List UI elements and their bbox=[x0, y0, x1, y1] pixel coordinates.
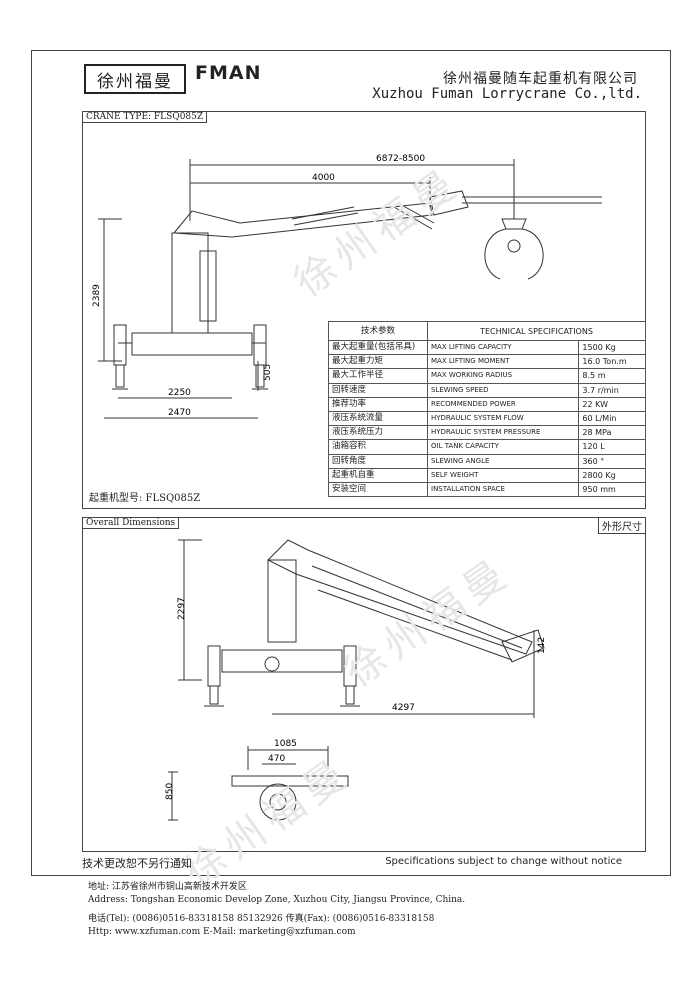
spec-cn-cell: 最大工作半径 bbox=[328, 368, 428, 384]
dim-folded-length: 4297 bbox=[392, 703, 415, 713]
drawing-frame bbox=[31, 50, 671, 876]
spec-cn-cell: 推荐功率 bbox=[328, 396, 428, 412]
dim-base-outer: 2470 bbox=[168, 408, 191, 418]
spec-value-cell: 60 L/Min bbox=[578, 410, 646, 427]
dim-top-height: 850 bbox=[165, 783, 175, 800]
spec-header-row: 技术参数 TECHNICAL SPECIFICATIONS bbox=[328, 321, 646, 341]
crane-side-view: 6872-8500 4000 2389 2250 2470 505 bbox=[92, 154, 602, 419]
spec-value-cell: 1500 Kg bbox=[578, 339, 646, 356]
spec-en-cell: INSTALLATION SPACE bbox=[426, 481, 580, 498]
spec-value-cell: 360 ° bbox=[578, 453, 646, 469]
spec-value-cell: 2800 Kg bbox=[578, 467, 646, 483]
spec-en-cell: MAX WORKING RADIUS bbox=[426, 368, 580, 384]
spec-cn-cell: 回转角度 bbox=[328, 453, 428, 469]
spec-value-cell: 120 L bbox=[578, 439, 646, 455]
spec-head-cn: 技术参数 bbox=[328, 321, 428, 341]
dim-reach-total: 6872-8500 bbox=[376, 154, 425, 164]
crane-folded-view: 2297 4297 142 1085 470 850 bbox=[165, 539, 547, 821]
footer-tel: 电话(Tel): (0086)0516-83318158 85132926 传真… bbox=[88, 914, 435, 924]
model-label: 起重机型号: FLSQ085Z bbox=[86, 489, 204, 504]
brand-name: FMAN bbox=[195, 62, 262, 84]
dim-top-width: 1085 bbox=[274, 739, 297, 749]
overall-dimensions-label: Overall Dimensions bbox=[82, 517, 180, 529]
spec-value-cell: 28 MPa bbox=[578, 425, 646, 441]
spec-cn-cell: 最大起重力矩 bbox=[328, 354, 428, 370]
spec-cn-cell: 最大起重量(包括吊具) bbox=[328, 339, 428, 356]
dim-base-inner: 2250 bbox=[168, 388, 191, 398]
footer-web: Http: www.xzfuman.com E-Mail: marketing@… bbox=[88, 927, 356, 937]
spec-en-cell: HYDRAULIC SYSTEM PRESSURE bbox=[426, 425, 580, 441]
dim-offset: 142 bbox=[537, 637, 547, 654]
company-logo: 徐州福曼 bbox=[84, 64, 186, 94]
spec-en-cell: SELF WEIGHT bbox=[426, 467, 580, 483]
spec-cn-cell: 回转速度 bbox=[328, 382, 428, 398]
spec-table: 技术参数 TECHNICAL SPECIFICATIONS 最大起重量(包括吊具… bbox=[328, 321, 646, 498]
spec-cn-cell: 安装空间 bbox=[328, 481, 428, 498]
dim-height: 2389 bbox=[92, 284, 102, 307]
footer-address-cn: 地址: 江苏省徐州市铜山高新技术开发区 bbox=[88, 882, 247, 892]
notice-en: Specifications subject to change without… bbox=[385, 856, 622, 867]
dim-top-inner: 470 bbox=[268, 754, 285, 764]
spec-value-cell: 3.7 r/min bbox=[578, 382, 646, 398]
overall-dimensions-panel bbox=[82, 517, 646, 852]
spec-value-cell: 22 KW bbox=[578, 396, 646, 412]
spec-cn-cell: 油箱容积 bbox=[328, 439, 428, 455]
notice-cn: 技术更改恕不另行通知 bbox=[82, 857, 192, 870]
spec-value-cell: 8.5 m bbox=[578, 368, 646, 384]
spec-cn-cell: 液压系统流量 bbox=[328, 410, 428, 427]
spec-cn-cell: 液压系统压力 bbox=[328, 425, 428, 441]
spec-en-cell: SLEWING ANGLE bbox=[426, 453, 580, 469]
outline-size-label: 外形尺寸 bbox=[598, 517, 646, 534]
spec-cn-cell: 起重机自重 bbox=[328, 467, 428, 483]
dim-folded-height: 2297 bbox=[177, 597, 187, 620]
spec-en-cell: MAX LIFTING CAPACITY bbox=[426, 339, 580, 356]
crane-drawing-panel bbox=[82, 111, 646, 509]
spec-head-en: TECHNICAL SPECIFICATIONS bbox=[427, 321, 646, 341]
spec-value-cell: 16.0 Ton.m bbox=[578, 354, 646, 370]
company-name-cn: 徐州福曼随车起重机有限公司 bbox=[443, 71, 638, 87]
spec-en-cell: SLEWING SPEED bbox=[426, 382, 580, 398]
spec-en-cell: RECOMMENDED POWER bbox=[426, 396, 580, 412]
spec-en-cell: MAX LIFTING MOMENT bbox=[426, 354, 580, 370]
spec-en-cell: OIL TANK CAPACITY bbox=[426, 439, 580, 455]
dim-leg: 505 bbox=[263, 364, 273, 381]
spec-value-cell: 950 mm bbox=[578, 481, 646, 498]
footer-address-en: Address: Tongshan Economic Develop Zone,… bbox=[88, 895, 466, 905]
spec-en-cell: HYDRAULIC SYSTEM FLOW bbox=[426, 410, 580, 427]
crane-type-label: CRANE TYPE: FLSQ085Z bbox=[82, 111, 208, 123]
company-name-en: Xuzhou Fuman Lorrycrane Co.,ltd. bbox=[372, 86, 642, 102]
dim-reach-fixed: 4000 bbox=[312, 173, 335, 183]
